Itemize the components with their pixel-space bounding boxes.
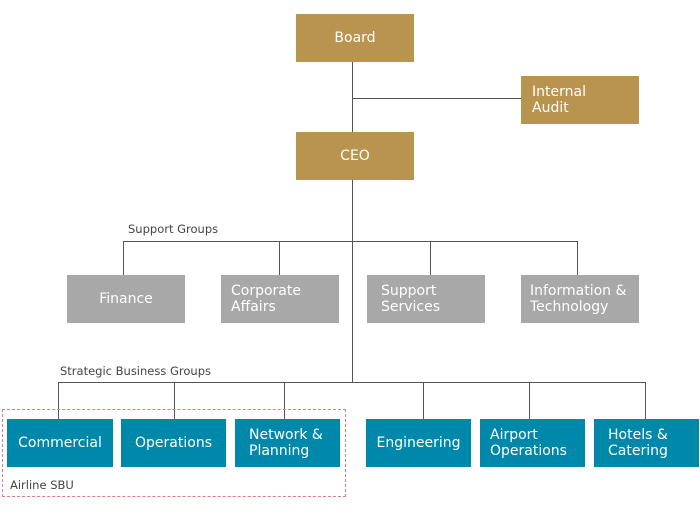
commercial-box[interactable]: Commercial (7, 419, 113, 467)
information-technology-box[interactable]: Information & Technology (521, 275, 639, 323)
corporate-affairs-box[interactable]: Corporate Affairs (221, 275, 339, 323)
connector-support-services (430, 241, 431, 275)
connector-support-bar (123, 241, 578, 242)
connector-network (284, 382, 285, 419)
connector-ceo-trunk (352, 179, 353, 382)
support-services-label: Support Services (381, 283, 441, 315)
connector-engineering (423, 382, 424, 419)
internal-audit-label: Internal Audit (532, 84, 586, 116)
connector-commercial (58, 382, 59, 419)
airport-operations-box[interactable]: Airport Operations (480, 419, 585, 467)
corporate-affairs-label: Corporate Affairs (231, 283, 301, 315)
network-planning-box[interactable]: Network & Planning (235, 419, 340, 467)
connector-corporate-affairs (279, 241, 280, 275)
commercial-label: Commercial (18, 435, 102, 451)
information-technology-label: Information & Technology (530, 283, 627, 315)
finance-box[interactable]: Finance (67, 275, 185, 323)
operations-box[interactable]: Operations (121, 419, 226, 467)
finance-label: Finance (99, 291, 153, 307)
board-box[interactable]: Board (296, 14, 414, 62)
connector-board-ceo (352, 61, 353, 132)
network-planning-label: Network & Planning (249, 427, 323, 459)
internal-audit-box[interactable]: Internal Audit (521, 76, 639, 124)
connector-it (577, 241, 578, 275)
hotels-catering-box[interactable]: Hotels & Catering (594, 419, 699, 467)
support-groups-label: Support Groups (128, 222, 219, 236)
hotels-catering-label: Hotels & Catering (608, 427, 668, 459)
support-services-box[interactable]: Support Services (367, 275, 485, 323)
board-label: Board (334, 30, 376, 46)
connector-finance (123, 241, 124, 275)
engineering-label: Engineering (376, 435, 461, 451)
connector-operations (174, 382, 175, 419)
connector-hotels (645, 382, 646, 419)
airline-sbu-label: Airline SBU (10, 478, 74, 492)
connector-sbg-bar (58, 382, 646, 383)
engineering-box[interactable]: Engineering (366, 419, 471, 467)
ceo-box[interactable]: CEO (296, 132, 414, 180)
operations-label: Operations (135, 435, 212, 451)
ceo-label: CEO (340, 148, 370, 164)
airport-operations-label: Airport Operations (490, 427, 567, 459)
connector-audit (352, 98, 521, 99)
connector-airport-ops (529, 382, 530, 419)
strategic-business-groups-label: Strategic Business Groups (60, 364, 212, 378)
airline-sbu-group (2, 409, 346, 497)
